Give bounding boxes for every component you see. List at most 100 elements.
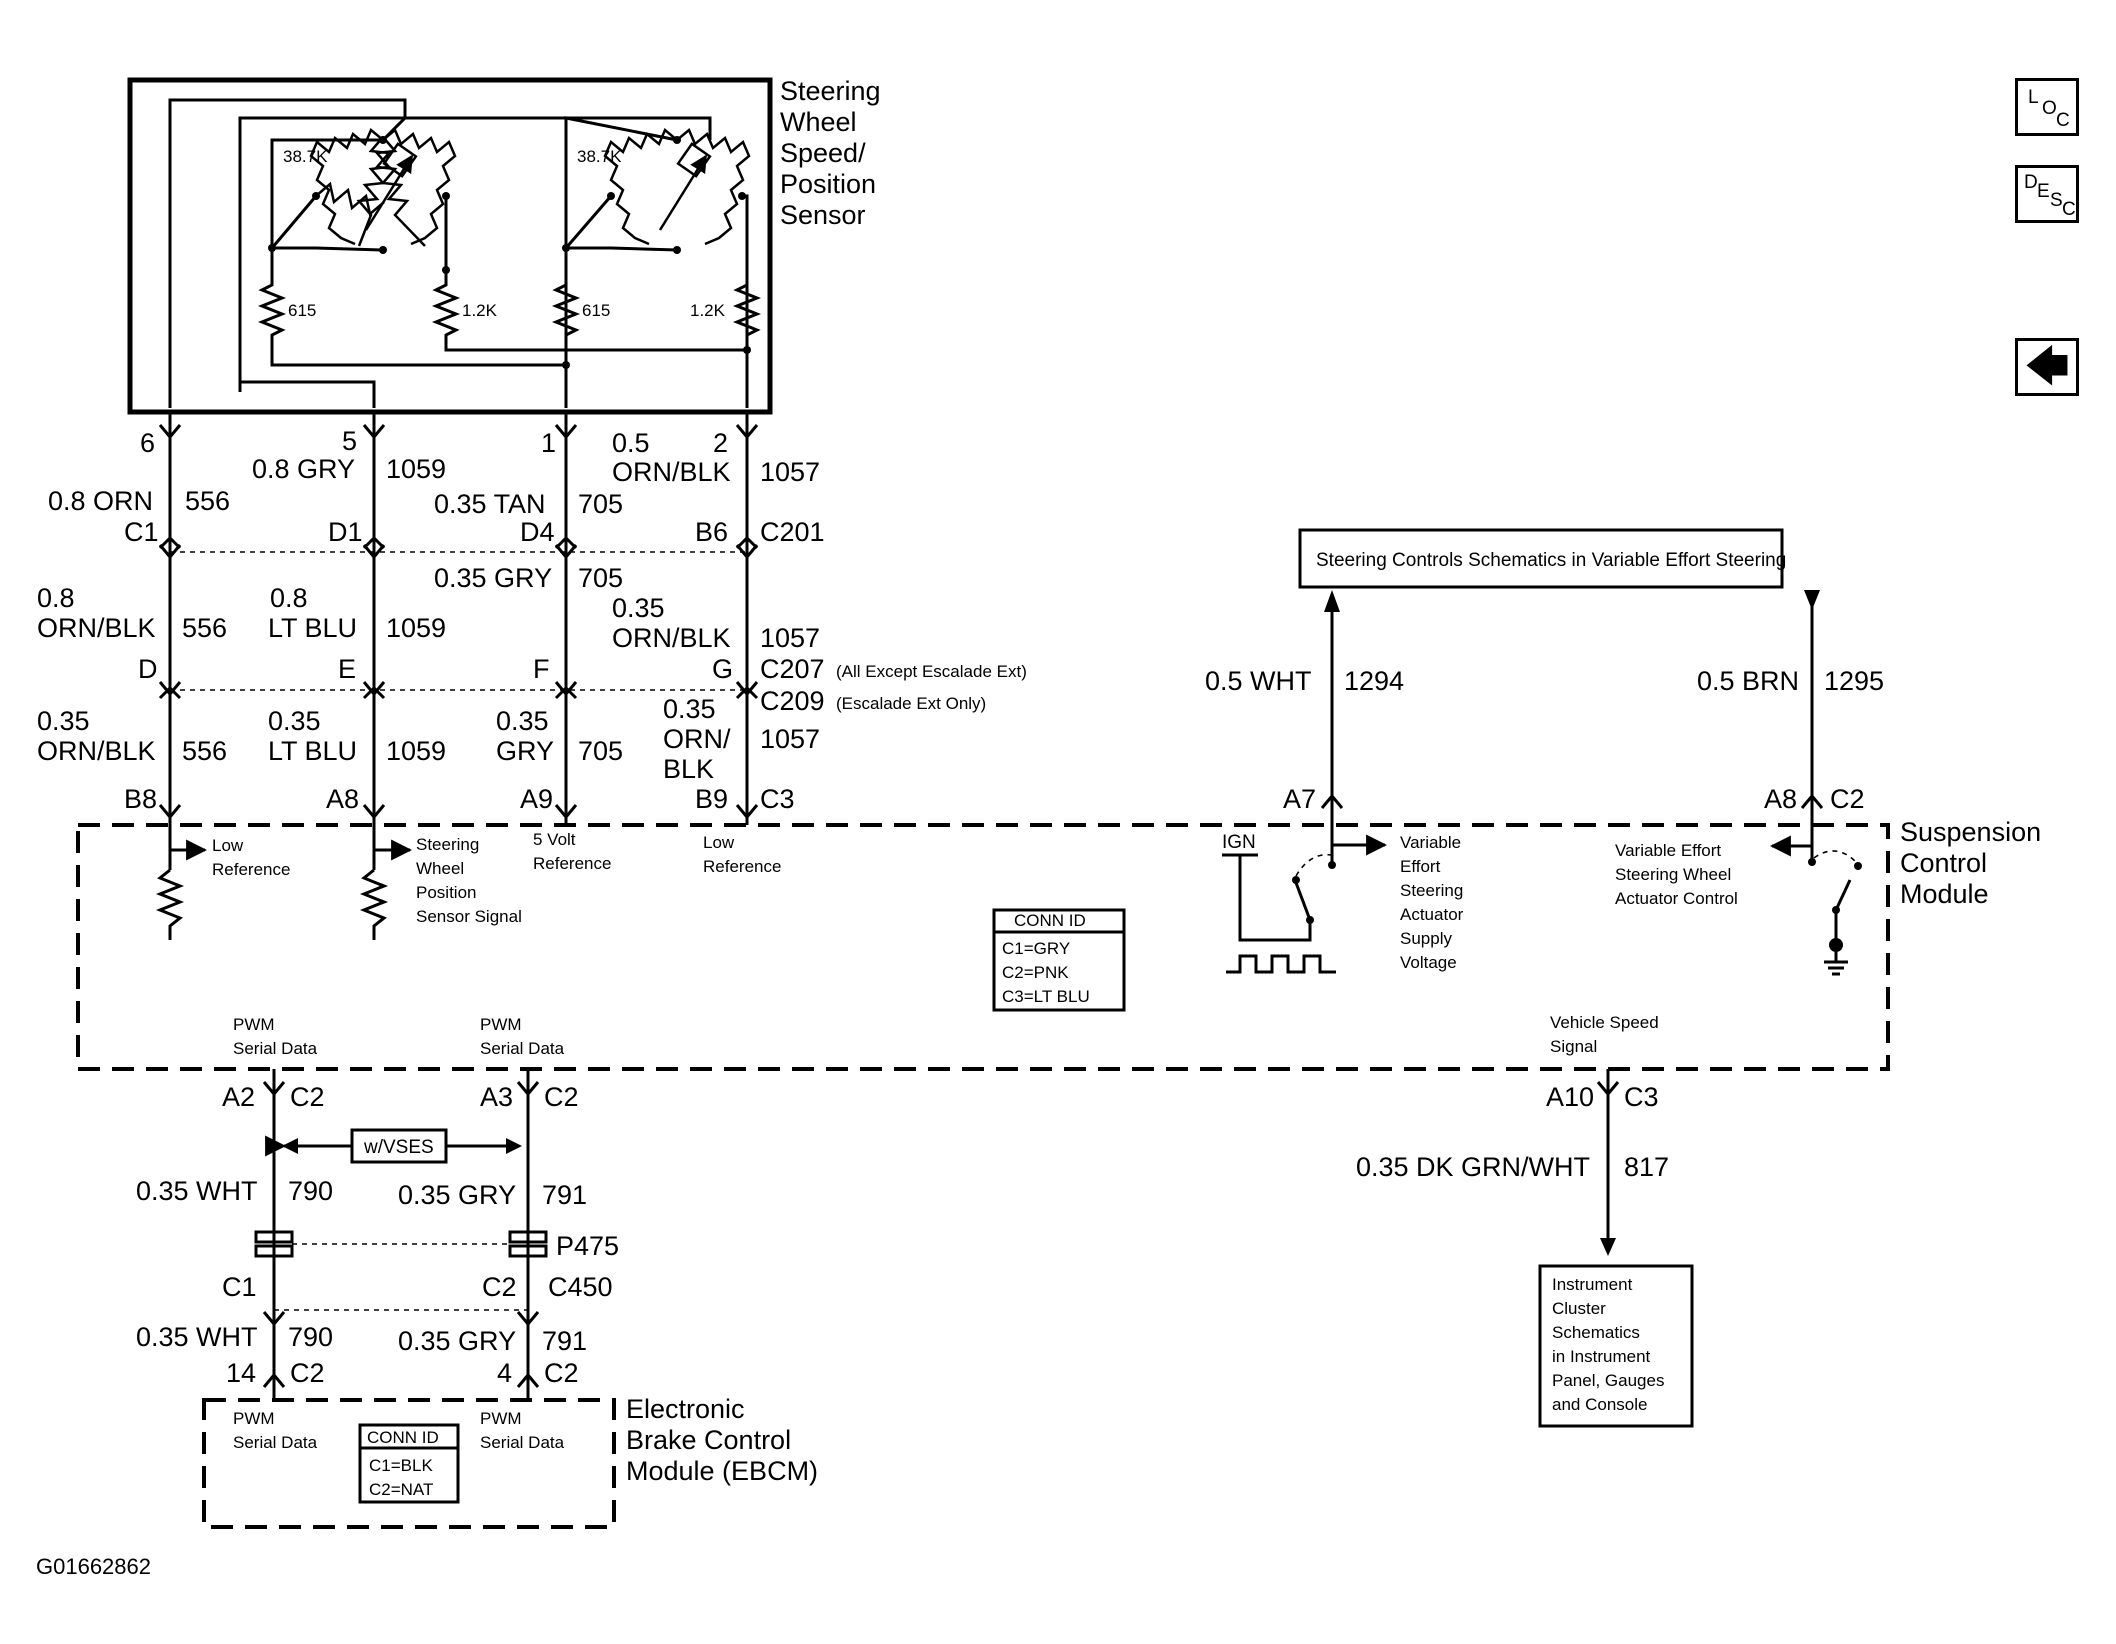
five-volt-line1: 5 Volt (533, 830, 576, 849)
vehicle-speed-line2: Signal (1550, 1037, 1597, 1056)
resistor-615-right: 615 (582, 301, 610, 320)
sensor-title-3: Speed/ (780, 138, 866, 168)
cluster-ref-line6: and Console (1552, 1395, 1647, 1414)
serial-mid-term-c1: C1 (222, 1272, 257, 1302)
actuator-supply-line6: Voltage (1400, 953, 1457, 972)
low-ref-1-line2: Reference (212, 860, 290, 879)
five-volt-line2: Reference (533, 854, 611, 873)
scm-outline (76, 823, 1890, 1071)
low-ref-2-line1: Low (703, 833, 735, 852)
scm-position-signal: Steering Wheel Position Sensor Signal (359, 825, 522, 940)
scm-title-1: Suspension (1900, 817, 2041, 847)
serial-seg2-circuit-791: 791 (542, 1326, 587, 1356)
seg2-color-1059a: 0.8 (270, 583, 308, 613)
right-resistor-bridge: 38.7K (577, 127, 751, 254)
vss-term-a10: A10 (1546, 1082, 1594, 1112)
seg3-color-1057b: ORN/ (663, 724, 731, 754)
seg2-color-1057a: 0.35 (612, 593, 665, 623)
low-ref-2-line2: Reference (703, 857, 781, 876)
ebcm-conn-id-c2: C2=NAT (369, 1480, 433, 1499)
seg1-circuit-1059: 1059 (386, 454, 446, 484)
connector-marks (158, 424, 759, 820)
seg3-color-1057c: BLK (663, 754, 714, 784)
seg3-color-556b: ORN/BLK (37, 736, 156, 766)
cluster-ref-line5: Panel, Gauges (1552, 1371, 1664, 1390)
pin-5: 5 (342, 426, 357, 456)
seg1-color-705: 0.35 TAN (434, 489, 546, 519)
ebcm-module: Electronic Brake Control Module (EBCM) P… (202, 1394, 818, 1529)
scm-pwm-2-line2: Serial Data (480, 1039, 565, 1058)
serial-top-conn-2: C2 (544, 1082, 579, 1112)
seg1-term-b6: B6 (695, 517, 728, 547)
seg2-circuit-556: 556 (182, 613, 227, 643)
scm-conn-id-c3: C3=LT BLU (1002, 987, 1090, 1006)
instrument-cluster-reference[interactable]: Instrument Cluster Schematics in Instrum… (1538, 1264, 1694, 1428)
seg2-term-f: F (533, 654, 550, 684)
wire-1294-circuit: 1294 (1344, 666, 1404, 696)
serial-top-pin-a3: A3 (480, 1082, 513, 1112)
location-button[interactable]: L O C (2015, 78, 2079, 136)
sensor-title-4: Position (780, 169, 876, 199)
serial-seg1-circuit-790: 790 (288, 1176, 333, 1206)
back-button[interactable]: 🡄 (2015, 338, 2079, 396)
wire-1295-term: A8 (1764, 784, 1797, 814)
seg3-color-1059b: LT BLU (268, 736, 357, 766)
ebcm-title-1: Electronic (626, 1394, 745, 1424)
left-pot-value: 38.7K (283, 147, 328, 166)
serial-connector-c450: C450 (548, 1272, 613, 1302)
scm-title-3: Module (1900, 879, 1989, 909)
scm-actuator-control-circuit: Variable Effort Steering Wheel Actuator … (1615, 825, 1862, 976)
serial-data-wires: A2 C2 A3 C2 w/VSES 0.35 WHT 790 0.35 GRY… (136, 1069, 619, 1400)
serial-bottom-pin-14: 14 (226, 1358, 256, 1388)
seg3-circuit-556: 556 (182, 736, 227, 766)
seg2-circuit-1057: 1057 (760, 623, 820, 653)
steering-controls-label[interactable]: Steering Controls Schematics in Variable… (1316, 550, 1786, 571)
vss-wire-circuit: 817 (1624, 1152, 1669, 1182)
seg2-circuit-705: 705 (578, 563, 623, 593)
serial-top-pin-a2: A2 (222, 1082, 255, 1112)
scm-pwm-1-line2: Serial Data (233, 1039, 318, 1058)
seg3-circuit-1059: 1059 (386, 736, 446, 766)
ebcm-pwm-2-line2: Serial Data (480, 1433, 565, 1452)
desc-letter-d: D (2024, 172, 2038, 193)
actuator-supply-line2: Effort (1400, 857, 1441, 876)
vss-conn-c3: C3 (1624, 1082, 1659, 1112)
serial-mid-term-c2: C2 (482, 1272, 517, 1302)
wire-1295-circuit: 1295 (1824, 666, 1884, 696)
scm-conn-id-title: CONN ID (1014, 911, 1086, 930)
seg3-term-b8: B8 (124, 784, 157, 814)
seg3-color-1059a: 0.35 (268, 706, 321, 736)
seg2-color-1057b: ORN/BLK (612, 623, 731, 653)
cluster-ref-line3: Schematics (1552, 1323, 1640, 1342)
description-button[interactable]: D E S C (2015, 165, 2079, 223)
wire-1294-term: A7 (1283, 784, 1316, 814)
scm-low-ref-1: Low Reference (155, 825, 290, 940)
figure-id: G01662862 (36, 1554, 151, 1579)
serial-seg2-circuit-790: 790 (288, 1322, 333, 1352)
seg3-circuit-1057: 1057 (760, 724, 820, 754)
connector-c207-note: (All Except Escalade Ext) (836, 662, 1027, 681)
seg3-color-705b: GRY (496, 736, 554, 766)
actuator-control-line2: Steering Wheel (1615, 865, 1731, 884)
serial-seg1-color-791: 0.35 GRY (398, 1180, 516, 1210)
vss-wire-color: 0.35 DK GRN/WHT (1356, 1152, 1590, 1182)
splice-p475-label: P475 (556, 1231, 619, 1261)
serial-bottom-conn-1: C2 (290, 1358, 325, 1388)
resistor-615-left: 615 (288, 301, 316, 320)
seg2-term-g: G (712, 654, 733, 684)
position-signal-line1: Steering (416, 835, 479, 854)
harness-wires: 6 5 1 2 0.8 ORN 556 0.8 GRY 1059 0.35 TA… (37, 412, 1027, 825)
connector-c3: C3 (760, 784, 795, 814)
seg1-circuit-705: 705 (578, 489, 623, 519)
vehicle-speed-line1: Vehicle Speed (1550, 1013, 1659, 1032)
resistor-12k-left: 1.2K (462, 301, 498, 320)
seg3-term-b9: B9 (695, 784, 728, 814)
ebcm-pwm-2-line1: PWM (480, 1409, 522, 1428)
ebcm-title-2: Brake Control (626, 1425, 791, 1455)
ign-label: IGN (1222, 832, 1256, 853)
seg1-circuit-556: 556 (185, 486, 230, 516)
loc-letter-c: C (2056, 110, 2070, 131)
serial-bottom-pin-4: 4 (497, 1358, 512, 1388)
sensor-title-1: Steering (780, 76, 881, 106)
